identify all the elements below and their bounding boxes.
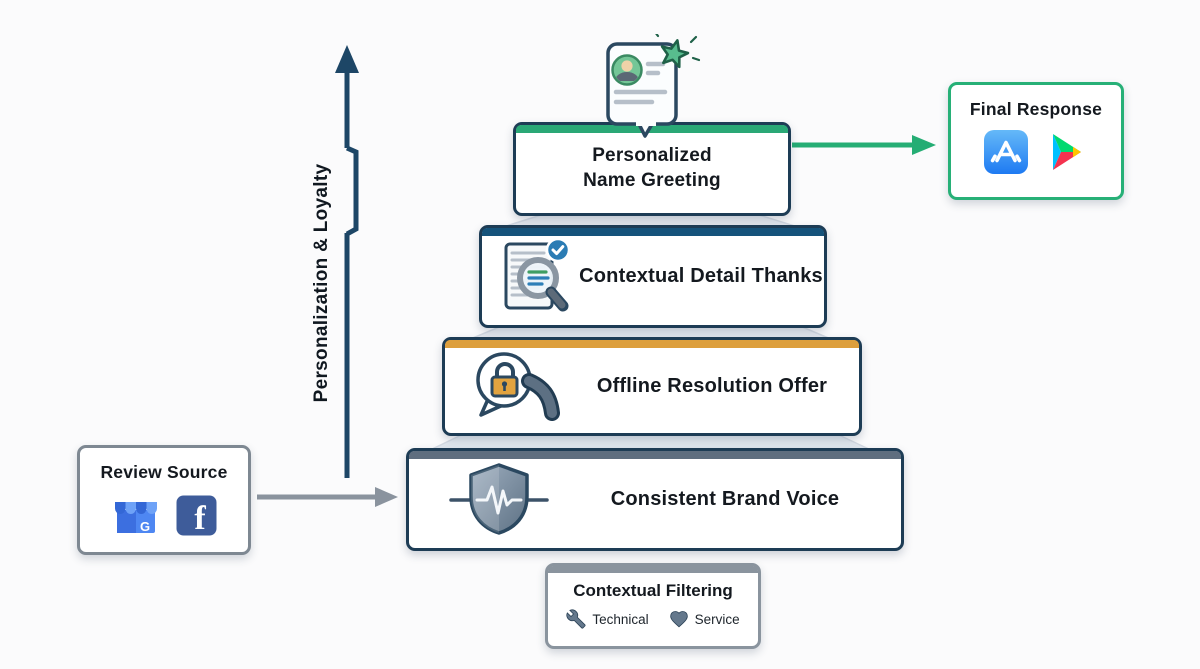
- accent-bar: [482, 228, 824, 236]
- level-contextual-detail-thanks: Contextual Detail Thanks: [479, 225, 827, 328]
- level-offline-resolution-offer: Offline Resolution Offer: [442, 337, 862, 436]
- level-title: Consistent Brand Voice: [610, 488, 840, 510]
- filter-item-service: Service: [669, 609, 740, 629]
- output-arrow: [792, 135, 936, 155]
- level-title: Offline Resolution Offer: [596, 375, 828, 397]
- profile-review-card-icon: [598, 34, 702, 142]
- google-business-icon: G: [112, 493, 160, 537]
- facebook-icon: f: [176, 495, 217, 536]
- star-icon: [660, 39, 690, 69]
- shield-pulse-icon: [449, 460, 549, 540]
- wrench-icon: [566, 609, 586, 629]
- final-response-card: Final Response: [948, 82, 1124, 200]
- contextual-filtering-box: Contextual Filtering Technical Service: [545, 563, 761, 649]
- app-store-icon: [984, 130, 1028, 174]
- document-magnifier-check-icon: [500, 236, 578, 318]
- filter-item-label: Service: [694, 611, 740, 627]
- axis-label: Personalization & Loyalty: [311, 163, 332, 403]
- input-arrow: [257, 487, 398, 507]
- review-source-title: Review Source: [100, 462, 228, 482]
- accent-bar: [548, 566, 758, 573]
- final-response-title: Final Response: [969, 99, 1103, 119]
- level-title: Contextual Detail Thanks: [579, 265, 823, 287]
- accent-bar: [516, 125, 788, 133]
- google-play-icon: [1044, 130, 1088, 174]
- svg-text:G: G: [139, 519, 149, 534]
- axis-arrowhead-icon: [335, 45, 359, 73]
- filter-item-technical: Technical: [566, 609, 649, 629]
- review-source-card: Review Source G f: [77, 445, 251, 555]
- accent-bar: [409, 451, 901, 459]
- avatar: [611, 54, 643, 86]
- level-title-line: Personalized: [592, 145, 712, 167]
- accent-bar: [445, 340, 859, 348]
- level-consistent-brand-voice: Consistent Brand Voice: [406, 448, 904, 551]
- filtering-title: Contextual Filtering: [573, 581, 733, 600]
- locked-chat-phone-icon: [471, 347, 565, 427]
- level-title-line: Name Greeting: [583, 170, 721, 191]
- axis-arrow: [344, 66, 359, 478]
- heart-icon: [669, 609, 689, 629]
- filter-item-label: Technical: [592, 611, 649, 627]
- level-personalized-name-greeting: Personalized Name Greeting: [513, 122, 791, 216]
- svg-text:f: f: [194, 500, 206, 536]
